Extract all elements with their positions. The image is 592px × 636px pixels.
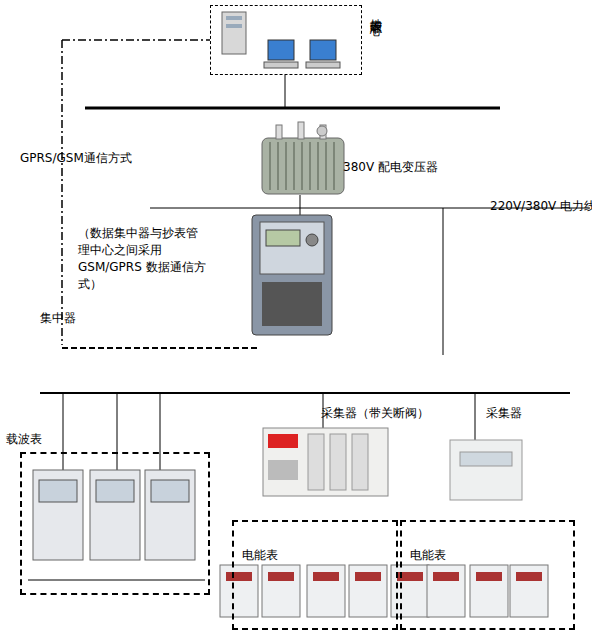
node-heading: 电能表 [242,548,278,562]
note-text: （数据集中器与抄表管理中心之间采用GSM/GPRS 数据通信方式） [78,225,206,293]
node-heading: 载波表 [6,432,42,446]
device-label: 集中器 [40,310,76,326]
meter-group: 电能表 [400,520,575,630]
collector-valve: 采集器（带关断阀） [263,428,388,496]
collector: 采集器 [450,440,522,500]
node-heading: 采集器（带关断阀） [321,406,429,420]
node-heading: 380V 配电变压器 [343,160,438,174]
center-box: 抄表管理中心 [210,5,362,75]
line-label: 220V/380V 电力线 [490,198,592,214]
node-heading: 电能表 [410,548,446,562]
carrier-meter-group: 载波表 [20,452,210,595]
meter-group: 电能表 [232,520,398,630]
node-heading: 采集器 [486,406,522,420]
link-label: GPRS/GSM通信方式 [20,150,132,166]
transformer: 380V 配电变压器 [255,120,350,198]
node-heading: 抄表管理中心 [369,9,383,15]
